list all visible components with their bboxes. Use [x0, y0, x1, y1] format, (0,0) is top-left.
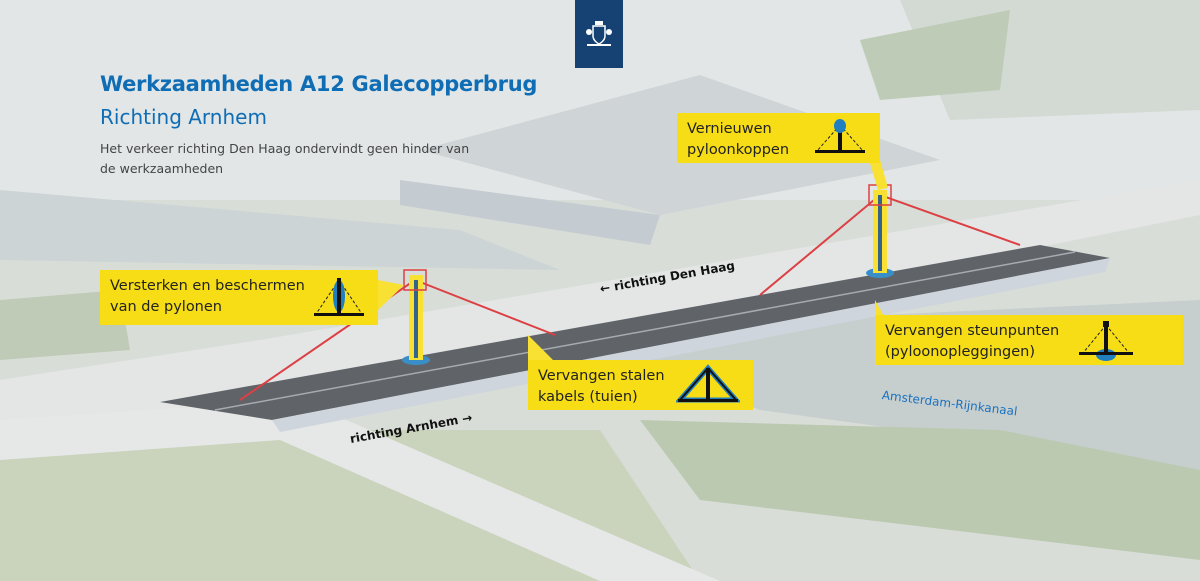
pylon-strengthen-icon — [314, 278, 364, 316]
page-subtitle: Richting Arnhem — [100, 105, 267, 129]
coat-of-arms-icon — [586, 21, 612, 46]
callout-label: Vernieuwen pyloonkoppen — [687, 121, 790, 158]
callout-label: Vervangen steunpunten (pyloonopleggingen… — [885, 323, 1060, 360]
pylon-bearing-icon — [1079, 321, 1133, 361]
cables-icon — [676, 364, 740, 403]
arrow-right-icon: → — [456, 410, 474, 427]
callout-kabels: Vervangen stalen kabels (tuien) — [528, 360, 753, 410]
canal-west — [0, 190, 560, 270]
pylon-left — [402, 269, 430, 365]
pylon-right — [866, 184, 894, 278]
page-description: Het verkeer richting Den Haag ondervindt… — [100, 141, 470, 176]
callout-label: Vervangen stalen kabels (tuien) — [538, 368, 665, 405]
callout-steunpunten: Vervangen steunpunten (pyloonopleggingen… — [875, 315, 1183, 365]
pylon-head-icon — [815, 119, 865, 153]
callout-pyloonkoppen: Vernieuwen pyloonkoppen — [677, 113, 880, 163]
callout-label: Versterken en beschermen van de pylonen — [110, 278, 305, 315]
page-title: Werkzaamheden A12 Galecopperbrug — [100, 72, 538, 96]
callout-pylonen: Versterken en beschermen van de pylonen — [100, 270, 378, 325]
rijksoverheid-logo — [575, 0, 623, 68]
